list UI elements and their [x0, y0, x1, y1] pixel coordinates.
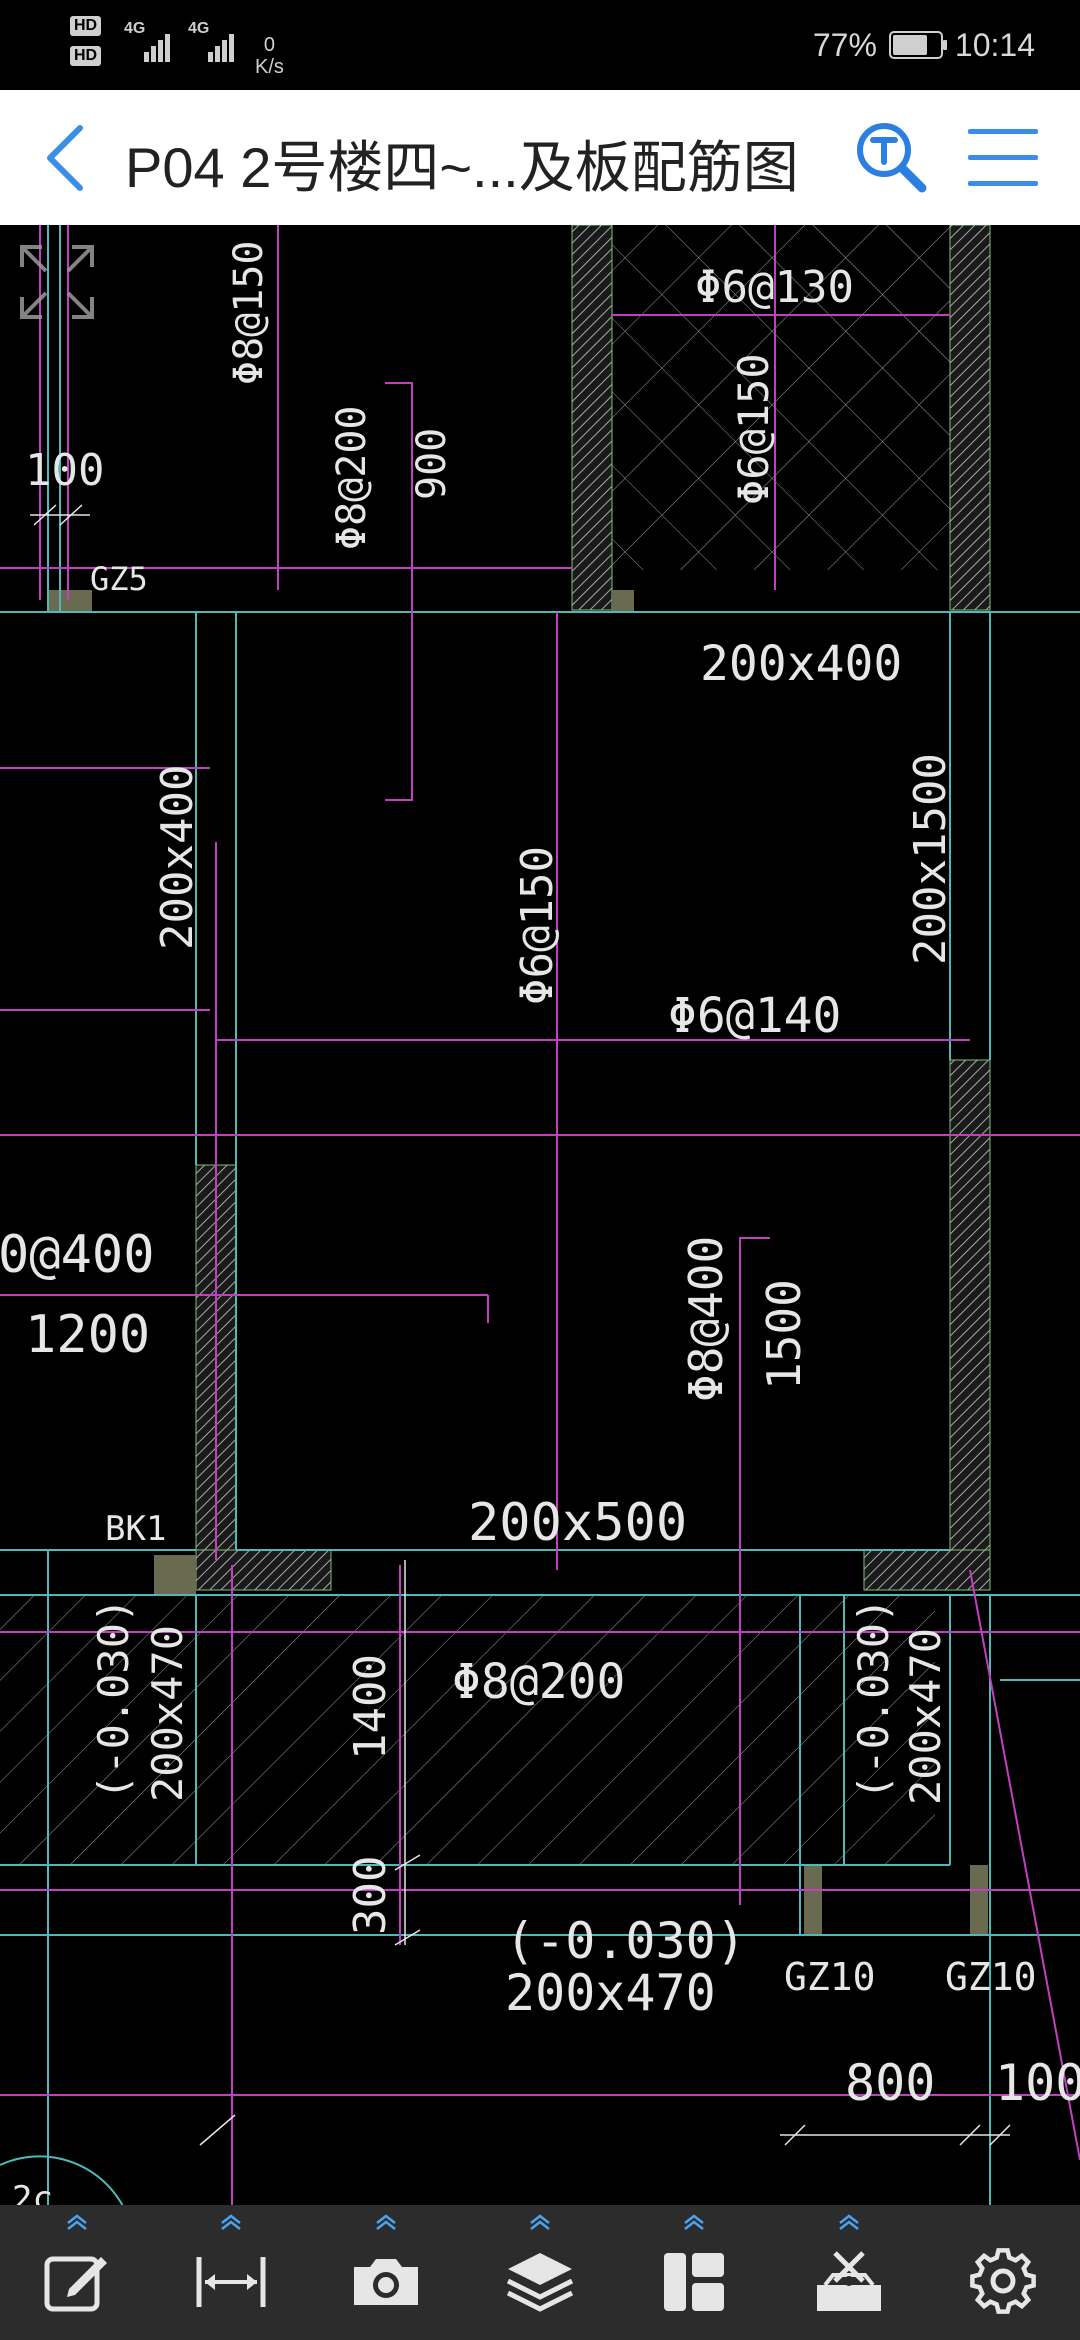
tools-icon — [816, 2251, 881, 2311]
title-bar: P04 2号楼四~...及板配筋图 — [0, 90, 1080, 226]
label-phi6-140: Φ6@140 — [668, 988, 841, 1044]
label-200x470-bottom: 200x470 — [505, 1964, 716, 2022]
label-1400: 1400 — [345, 1654, 396, 1760]
hamburger-menu-icon — [968, 129, 1038, 186]
label-elev-right: (-0.030) — [849, 1598, 898, 1800]
hd-badge-1: HD — [70, 16, 102, 36]
clock: 10:14 — [954, 26, 1035, 63]
label-at400: 0@400 — [0, 1225, 155, 1285]
arc-line — [0, 2155, 126, 2211]
gear-icon — [969, 2248, 1036, 2314]
wall-bottom-right — [863, 1549, 991, 1591]
tool-settings[interactable] — [943, 2205, 1063, 2340]
label-200x470-right: 200x470 — [901, 1628, 950, 1805]
expand-up-icon — [530, 2214, 550, 2230]
label-phi6-150-top: Φ6@150 — [729, 353, 778, 505]
drawing-canvas[interactable]: Φ8@150 100 GZ5 Φ8@200 900 Φ6@130 Φ6@150 … — [0, 225, 1080, 2250]
wall-top-right — [949, 225, 991, 611]
status-bar: HD HD 4G 4G 0 K/s 77% 10:14 — [0, 0, 1080, 90]
battery-fill — [892, 35, 927, 55]
net-speed: 0 K/s — [255, 34, 284, 78]
dimension-ticks — [30, 504, 1011, 2146]
label-200x500: 200x500 — [468, 1493, 687, 1553]
layout-icon — [664, 2253, 725, 2311]
label-1200: 1200 — [25, 1305, 150, 1365]
label-200x400-top: 200x400 — [700, 636, 902, 692]
label-100-top: 100 — [25, 445, 104, 496]
menu-button[interactable] — [963, 125, 1043, 190]
back-button[interactable] — [30, 120, 100, 195]
label-phi8-150: Φ8@150 — [226, 241, 272, 386]
column-bk1 — [154, 1555, 196, 1595]
label-900: 900 — [409, 428, 455, 500]
label-gz5: GZ5 — [90, 560, 148, 598]
column-small — [612, 590, 634, 612]
label-phi8-200-top: Φ8@200 — [329, 406, 375, 551]
fullscreen-button[interactable] — [12, 237, 102, 327]
wall-right — [949, 1059, 991, 1571]
battery-icon — [888, 31, 947, 59]
column-gz5 — [48, 590, 92, 612]
expand-arrows-icon — [20, 245, 94, 319]
battery-percent: 77% — [812, 26, 877, 63]
wall-top-mid — [571, 225, 613, 611]
expand-up-icon — [684, 2214, 705, 2230]
text-search-icon — [857, 123, 927, 193]
label-phi8-400: Φ8@400 — [679, 1236, 733, 1402]
label-1500: 1500 — [757, 1279, 811, 1390]
tool-edit[interactable] — [17, 2205, 137, 2340]
signal-icon-2 — [208, 34, 234, 62]
rebar-lines — [0, 225, 1080, 2250]
column-gz10-a — [804, 1865, 822, 1935]
label-100-bot: 100 — [995, 2054, 1080, 2112]
label-gz10-a: GZ10 — [784, 1955, 876, 1999]
expand-up-icon — [838, 2214, 859, 2230]
label-200x470-left: 200x470 — [143, 1625, 192, 1802]
drawing-labels: Φ8@150 100 GZ5 Φ8@200 900 Φ6@130 Φ6@150 … — [0, 241, 1080, 2220]
slab-hatch-top-right — [612, 225, 950, 570]
camera-icon — [353, 2259, 418, 2305]
label-200x1500: 200x1500 — [905, 753, 956, 965]
label-bk1: BK1 — [105, 1509, 166, 1549]
text-search-button[interactable] — [852, 118, 932, 198]
label-800: 800 — [845, 2054, 935, 2112]
beam-lines — [0, 225, 1080, 2250]
tool-tools[interactable] — [789, 2205, 909, 2340]
tool-layout[interactable] — [634, 2205, 754, 2340]
label-300: 300 — [345, 1856, 396, 1935]
layers-icon — [506, 2253, 574, 2312]
cad-drawing[interactable]: Φ8@150 100 GZ5 Φ8@200 900 Φ6@130 Φ6@150 … — [0, 225, 1080, 2250]
bottom-toolbar — [0, 2205, 1080, 2340]
expand-up-icon — [375, 2214, 396, 2230]
signal-icon-1 — [144, 34, 170, 62]
label-gz10-b: GZ10 — [945, 1955, 1037, 1999]
hd-badge-2: HD — [70, 46, 102, 66]
tool-camera[interactable] — [326, 2205, 446, 2340]
sim2-label: 4G — [188, 20, 210, 37]
label-elev-left: (-0.030) — [89, 1598, 138, 1800]
label-phi6-130: Φ6@130 — [695, 262, 854, 313]
expand-up-icon — [67, 2214, 87, 2230]
measure-icon — [196, 2257, 266, 2307]
net-speed-value: 0 — [263, 34, 276, 56]
status-right: 77% 10:14 — [813, 22, 1035, 68]
tool-layers[interactable] — [480, 2205, 600, 2340]
label-200x400-left: 200x400 — [152, 765, 203, 950]
net-speed-unit: K/s — [255, 56, 284, 78]
page-title: P04 2号楼四~...及板配筋图 — [125, 136, 799, 199]
label-phi6-150-mid: Φ6@150 — [512, 846, 563, 1005]
column-gz10-b — [970, 1865, 988, 1935]
edit-icon — [44, 2256, 108, 2312]
chevron-left-icon — [47, 125, 83, 191]
label-phi8-200-bot: Φ8@200 — [452, 1654, 625, 1710]
sim1-label: 4G — [124, 20, 146, 37]
tool-measure[interactable] — [171, 2205, 291, 2340]
expand-up-icon — [221, 2214, 242, 2230]
wall-bottom-left — [195, 1549, 332, 1591]
label-elev-bottom: (-0.030) — [505, 1912, 746, 1970]
slab-hatch-bottom — [0, 1595, 935, 1865]
